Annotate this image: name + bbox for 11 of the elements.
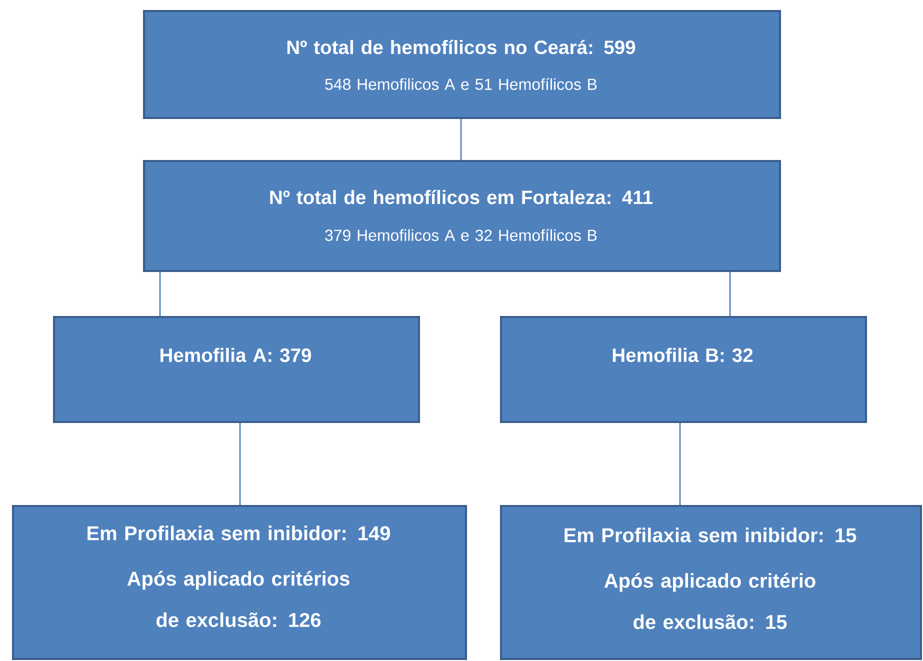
connector-line bbox=[460, 119, 462, 160]
connector-line bbox=[239, 423, 241, 505]
connector-line bbox=[679, 423, 681, 505]
connector-line bbox=[159, 272, 161, 316]
process-box: Hemofilia B: 32 bbox=[500, 316, 867, 423]
process-box: Em Profilaxia sem inibidor: 149 Após aplicado critérios de exclusão: 126 bbox=[12, 505, 467, 660]
process-box: Hemofilia A: 379 bbox=[53, 316, 420, 423]
process-box: Em Profilaxia sem inibidor: 15 Após aplicado critério de exclusão: 15 bbox=[500, 505, 922, 660]
process-box: Nº total de hemofílicos em Fortaleza: 411 379 Hemofilicos A e 32 Hemofílicos B bbox=[143, 160, 781, 272]
connector-line bbox=[729, 272, 731, 316]
process-box: Nº total de hemofílicos no Ceará: 599 548 Hemofilicos A e 51 Hemofílicos B bbox=[143, 10, 781, 119]
